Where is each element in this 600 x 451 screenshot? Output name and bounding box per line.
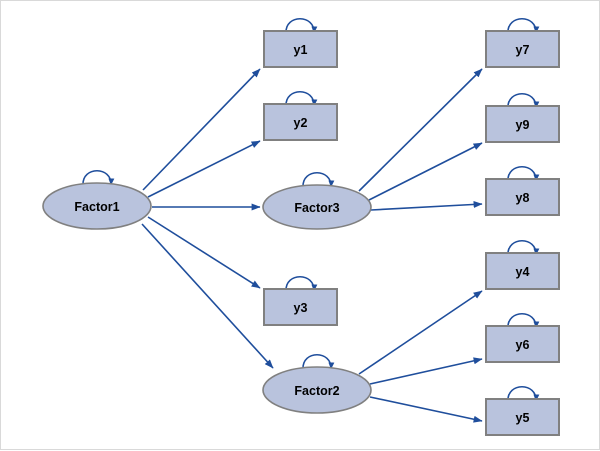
observed-variable-box-y3[interactable] [263, 288, 338, 326]
variance-loop-y8 [505, 166, 540, 188]
edge-factor1-to-factor2 [141, 223, 274, 369]
observed-variable-y8[interactable]: y8 [485, 178, 560, 216]
edge-factor1-to-y1 [142, 68, 261, 191]
observed-variable-y6[interactable]: y6 [485, 325, 560, 363]
observed-variable-box-y5[interactable] [485, 398, 560, 436]
latent-variable-label-Factor2: Factor2 [294, 384, 339, 398]
observed-variable-box-y1[interactable] [263, 30, 338, 68]
latent-variable-label-Factor3: Factor3 [294, 201, 339, 215]
observed-variable-label-y1: y1 [294, 43, 308, 57]
edge-factor1-to-y3 [147, 216, 261, 289]
observed-variable-box-y4[interactable] [485, 252, 560, 290]
variance-loop-y6 [505, 313, 540, 335]
edge-factor3-to-y8 [370, 200, 483, 211]
observed-variable-y7[interactable]: y7 [485, 30, 560, 68]
variance-loop-factor2 [300, 354, 335, 376]
edge-factor2-to-y4 [358, 290, 483, 375]
latent-variable-label-Factor1: Factor1 [74, 200, 119, 214]
observed-variable-box-y8[interactable] [485, 178, 560, 216]
observed-variable-y3[interactable]: y3 [263, 288, 338, 326]
observed-variable-label-y5: y5 [516, 411, 530, 425]
edge-factor2-to-y6 [369, 357, 483, 385]
observed-variable-label-y2: y2 [294, 116, 308, 130]
variance-loop-y2 [283, 91, 318, 113]
observed-variable-y2[interactable]: y2 [263, 103, 338, 141]
variance-loop-factor3 [300, 172, 335, 194]
variance-loop-y4 [505, 240, 540, 262]
variance-loop-y9 [505, 93, 540, 115]
observed-variable-label-y8: y8 [516, 191, 530, 205]
observed-variable-box-y2[interactable] [263, 103, 338, 141]
latent-variable-ellipse-Factor2[interactable] [262, 366, 372, 414]
variance-loop-y5 [505, 386, 540, 408]
variance-loops-layer [80, 18, 540, 408]
latent-variable-Factor2[interactable]: Factor2 [262, 366, 372, 414]
edge-factor3-to-y7 [358, 68, 483, 192]
observed-variable-label-y3: y3 [294, 301, 308, 315]
observed-variable-box-y9[interactable] [485, 105, 560, 143]
observed-variable-box-y6[interactable] [485, 325, 560, 363]
variance-loop-y1 [283, 18, 318, 40]
variance-loop-y3 [283, 276, 318, 298]
latent-variable-Factor1[interactable]: Factor1 [42, 182, 152, 230]
edge-factor1-to-y2 [147, 140, 261, 198]
observed-variable-label-y4: y4 [516, 265, 530, 279]
observed-variable-label-y7: y7 [516, 43, 530, 57]
observed-variable-box-y7[interactable] [485, 30, 560, 68]
edge-factor2-to-y5 [369, 396, 483, 423]
observed-variable-y4[interactable]: y4 [485, 252, 560, 290]
latent-variable-Factor3[interactable]: Factor3 [262, 184, 372, 230]
latent-variable-ellipse-Factor1[interactable] [42, 182, 152, 230]
latent-variable-ellipse-Factor3[interactable] [262, 184, 372, 230]
variance-loop-factor1 [80, 170, 115, 192]
observed-variable-y9[interactable]: y9 [485, 105, 560, 143]
variance-loop-y7 [505, 18, 540, 40]
edge-factor3-to-y9 [368, 142, 483, 201]
observed-variable-y1[interactable]: y1 [263, 30, 338, 68]
directed-edges-layer [141, 68, 483, 423]
observed-variable-label-y9: y9 [516, 118, 530, 132]
observed-variable-label-y6: y6 [516, 338, 530, 352]
observed-variable-y5[interactable]: y5 [485, 398, 560, 436]
